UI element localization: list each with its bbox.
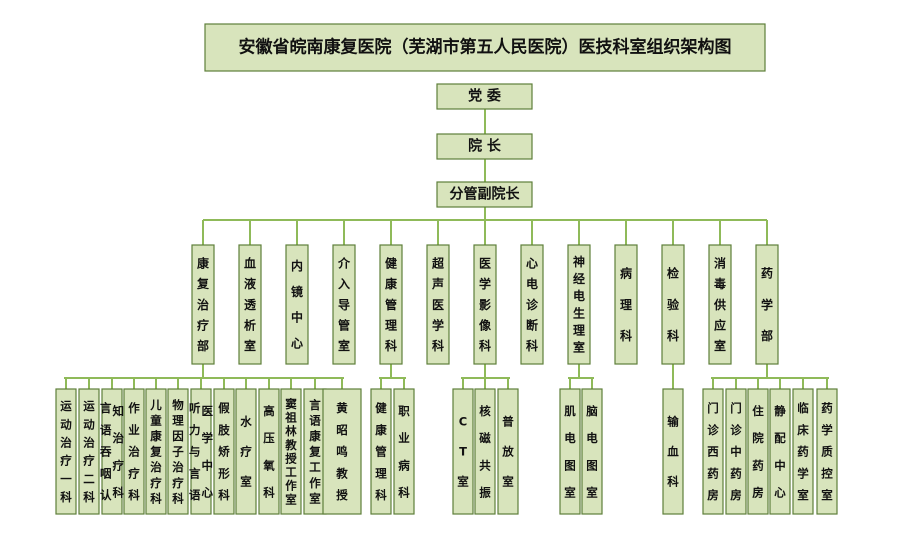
child-pharmacy-4-box — [792, 388, 814, 515]
child-rehab-7-box — [213, 388, 235, 515]
child-health-0-box — [370, 388, 392, 515]
child-rehab-5-box — [167, 388, 189, 515]
dept-pharmacy-box — [755, 244, 779, 365]
dept-health-box — [379, 244, 403, 365]
dept-interventional-box — [332, 244, 356, 365]
child-rehab-5-label: 物理因子治疗科 — [172, 398, 184, 505]
child-rehab-11-label: 言语康复工作室 — [308, 398, 321, 505]
dept-lab-label: 检验科 — [667, 266, 680, 343]
dept-rehab-label: 康复治疗部 — [196, 256, 210, 353]
dept-imaging-box — [473, 244, 497, 365]
party-label: 党 委 — [468, 88, 501, 105]
child-rehab-8-box — [235, 388, 257, 515]
child-health-1-label: 职业病科 — [398, 404, 410, 500]
child-imaging-2-label: 普放室 — [501, 415, 514, 489]
child-rehab-2-label: 言语吞咽认知治疗科 — [100, 401, 125, 502]
child-imaging-1-box — [474, 388, 496, 515]
child-pharmacy-1-label: 门诊中药房 — [730, 401, 742, 502]
dept-pharmacy-label: 药学部 — [761, 266, 773, 343]
dept-ultrasound-label: 超声医学科 — [431, 256, 445, 353]
child-rehab-6-box — [190, 388, 212, 515]
dept-pathology-label: 病理科 — [620, 266, 632, 343]
child-lab-0-label: 输血科 — [667, 415, 679, 489]
child-rehab-9-label: 高压氧科 — [262, 404, 275, 500]
child-rehab-10-box — [280, 388, 302, 515]
dept-interventional-label: 介入导管室 — [337, 256, 351, 353]
child-neuro-0-box — [559, 388, 581, 515]
child-pharmacy-3-box — [769, 388, 791, 515]
child-rehab-12-box — [322, 388, 362, 515]
child-rehab-12-label: 黄昭鸣教授 — [335, 401, 348, 502]
child-neuro-1-box — [581, 388, 603, 515]
child-imaging-1-label: 核磁共振 — [479, 404, 491, 500]
dept-pathology-box — [614, 244, 638, 365]
child-rehab-7-label: 假肢矫形科 — [218, 401, 230, 502]
dept-endoscopy-label: 内镜中心 — [291, 258, 303, 350]
dept-sterile-box — [708, 244, 732, 365]
president-label: 院 长 — [468, 138, 502, 155]
child-pharmacy-5-box — [816, 388, 838, 515]
child-rehab-8-label: 水疗室 — [240, 415, 252, 489]
connector-lines — [64, 109, 829, 389]
child-neuro-1-label: 脑电图室 — [586, 404, 598, 500]
dept-ecg-label: 心电诊断科 — [526, 257, 539, 353]
dept-sterile-label: 消毒供应室 — [713, 256, 726, 353]
child-rehab-1-label: 运动治疗二科 — [83, 399, 95, 504]
child-rehab-0-label: 运动治疗一科 — [60, 399, 72, 504]
dept-ecg-box — [520, 244, 544, 365]
child-neuro-0-label: 肌电图室 — [564, 404, 576, 500]
dept-dialysis-box — [238, 244, 262, 365]
party-box — [436, 83, 533, 110]
title-box — [204, 23, 766, 72]
child-pharmacy-2-label: 住院药房 — [752, 404, 764, 500]
dept-health-label: 健康管理科 — [385, 256, 398, 353]
child-rehab-10-label: 窦祖林教授工作室 — [284, 397, 297, 506]
child-imaging-2-box — [497, 388, 519, 515]
child-pharmacy-1-box — [725, 388, 747, 515]
child-pharmacy-3-label: 静配中心 — [774, 404, 786, 500]
dept-neuro-label: 神经电生理室 — [573, 254, 585, 355]
dept-imaging-label: 医学影像科 — [479, 257, 492, 353]
dept-rehab-box — [191, 244, 215, 365]
dept-endoscopy-box — [285, 244, 309, 365]
child-rehab-3-box — [123, 388, 145, 515]
child-pharmacy-0-box — [702, 388, 724, 515]
vice-label: 分管副院长 — [450, 186, 521, 203]
child-rehab-1-box — [78, 388, 100, 515]
child-pharmacy-4-label: 临床药学室 — [797, 401, 809, 502]
child-rehab-0-box — [55, 388, 77, 515]
child-rehab-2-box — [101, 388, 123, 515]
child-rehab-3-label: 作业治疗科 — [128, 401, 140, 502]
child-lab-0-box — [662, 388, 684, 515]
child-pharmacy-2-box — [747, 388, 769, 515]
child-health-1-box — [393, 388, 415, 515]
dept-lab-box — [661, 244, 685, 365]
child-rehab-4-label: 儿童康复治疗科 — [149, 398, 162, 505]
child-rehab-6-label: 听力与言语医学中心 — [189, 401, 214, 502]
dept-ultrasound-box — [426, 244, 450, 365]
dept-neuro-box — [567, 244, 591, 365]
child-imaging-0-box — [452, 388, 474, 515]
dept-dialysis-label: 血液透析室 — [244, 256, 257, 353]
child-rehab-4-box — [145, 388, 167, 515]
child-pharmacy-0-label: 门诊西药房 — [707, 401, 719, 502]
child-rehab-9-box — [258, 388, 280, 515]
child-health-0-label: 健康管理科 — [375, 401, 387, 502]
page-title: 安徽省皖南康复医院（芜湖市第五人民医院）医技科室组织架构图 — [239, 37, 732, 58]
vice-box — [436, 181, 533, 208]
child-pharmacy-5-label: 药学质控室 — [821, 401, 833, 502]
president-box — [436, 133, 533, 160]
